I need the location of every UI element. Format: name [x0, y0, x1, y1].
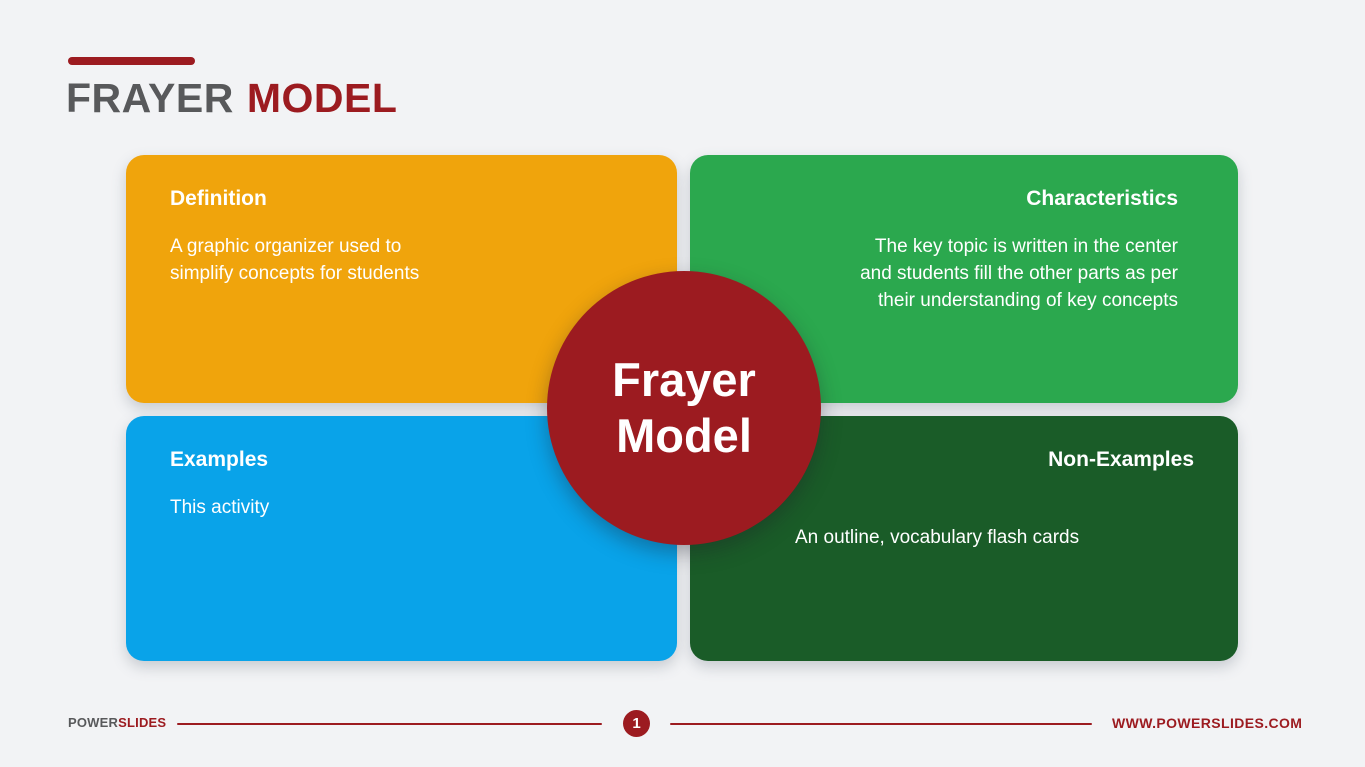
- center-badge-line1: Frayer: [612, 353, 756, 406]
- footer-divider-left: [177, 723, 602, 725]
- footer: POWERSLIDES 1 WWW.POWERSLIDES.COM: [0, 700, 1365, 750]
- quadrant-examples-title: Examples: [170, 448, 269, 471]
- quadrant-examples-body: This activity: [170, 497, 270, 518]
- page-number-badge: 1: [623, 710, 650, 737]
- title-accent-bar: [68, 57, 195, 65]
- quadrant-characteristics-card: Characteristics The key topic is written…: [690, 155, 1238, 403]
- brand-logo: POWERSLIDES: [68, 715, 166, 730]
- footer-divider-right: [670, 723, 1092, 725]
- center-badge-line2: Model: [616, 409, 752, 462]
- quadrant-characteristics-title: Characteristics: [1026, 187, 1178, 210]
- quadrant-definition-card: Definition A graphic organizer used to s…: [126, 155, 677, 403]
- quadrant-definition-title: Definition: [170, 187, 267, 210]
- brand-logo-part2: SLIDES: [118, 715, 167, 730]
- page-number: 1: [632, 715, 641, 732]
- brand-logo-part1: POWER: [68, 715, 119, 730]
- page-title-part2: MODEL: [246, 75, 398, 121]
- page-title-part1: FRAYER: [66, 75, 234, 121]
- quadrant-definition-body: A graphic organizer used to simplify con…: [170, 236, 420, 284]
- quadrant-non-examples-body: An outline, vocabulary flash cards: [795, 527, 1080, 548]
- website-link[interactable]: WWW.POWERSLIDES.COM: [1112, 715, 1303, 731]
- page-title: FRAYER MODEL: [66, 78, 397, 119]
- quadrant-non-examples-title: Non-Examples: [1048, 448, 1194, 471]
- center-badge: Frayer Model: [547, 271, 821, 545]
- quadrant-characteristics-body: The key topic is written in the center a…: [860, 236, 1178, 311]
